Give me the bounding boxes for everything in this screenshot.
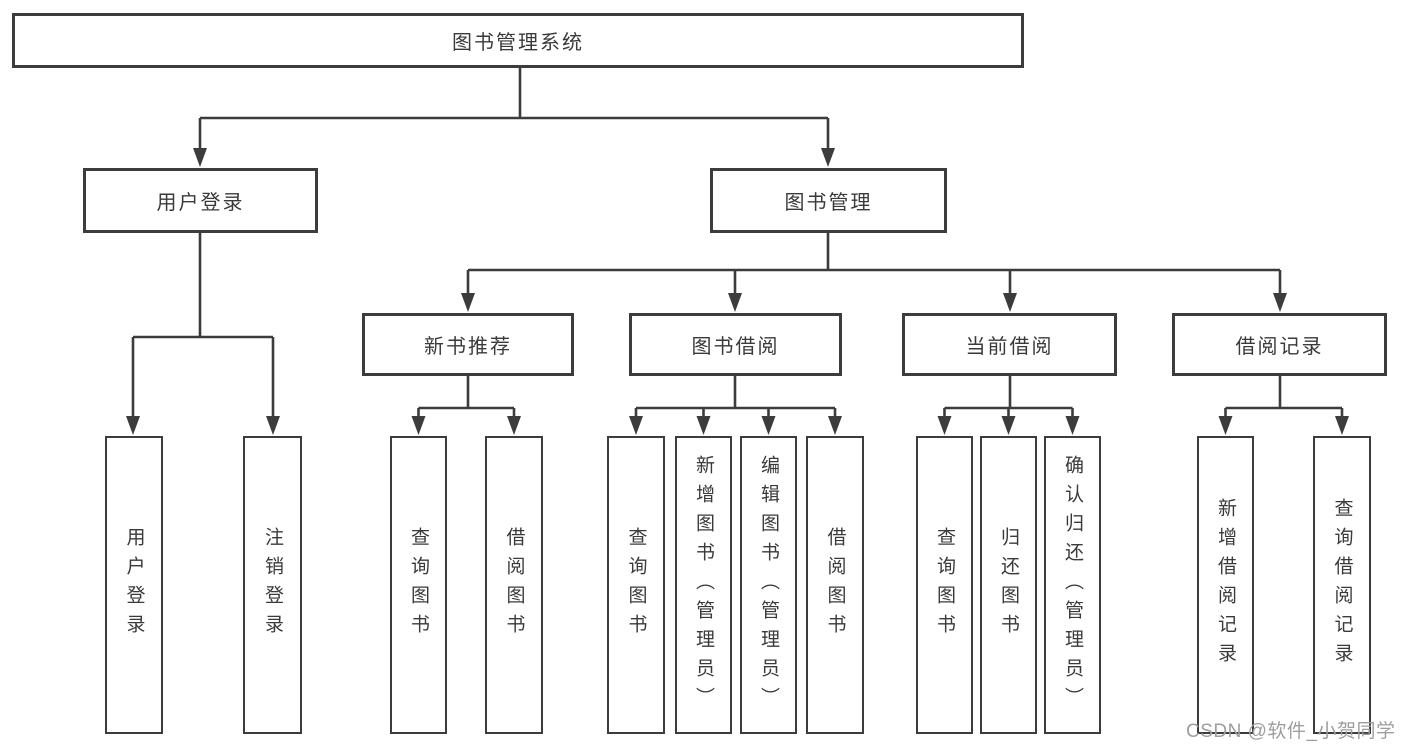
leaf-query-books-recommend-label: 查询图书	[408, 527, 429, 643]
leaf-query-books-current-label: 查询图书	[934, 527, 955, 643]
leaf-query-books-borrow-label: 查询图书	[625, 527, 647, 643]
node-book-management: 图书管理	[710, 168, 947, 233]
leaf-confirm-return-admin-label: 确认归还（管理员）	[1062, 454, 1083, 716]
node-book-borrow: 图书借阅	[629, 313, 842, 376]
leaf-return-books-label: 归还图书	[998, 527, 1019, 643]
leaf-borrow-books-borrow: 借阅图书	[806, 436, 864, 734]
leaf-edit-books-admin: 编辑图书（管理员）	[740, 436, 797, 734]
leaf-query-books-recommend: 查询图书	[390, 436, 447, 734]
leaf-query-borrow-record: 查询借阅记录	[1313, 436, 1371, 734]
leaf-return-books: 归还图书	[980, 436, 1037, 734]
node-root: 图书管理系统	[12, 13, 1024, 68]
leaf-borrow-books-recommend-label: 借阅图书	[503, 527, 525, 643]
node-borrow-record: 借阅记录	[1172, 313, 1387, 376]
node-current-borrow: 当前借阅	[902, 313, 1117, 376]
leaf-user-login-label: 用户登录	[123, 527, 145, 643]
leaf-borrow-books-recommend: 借阅图书	[485, 436, 543, 734]
node-book-management-label: 图书管理	[784, 192, 873, 214]
leaf-user-login: 用户登录	[105, 436, 163, 734]
leaf-confirm-return-admin: 确认归还（管理员）	[1044, 436, 1101, 734]
node-borrow-record-label: 借阅记录	[1235, 336, 1324, 358]
node-new-book-recommend: 新书推荐	[362, 313, 574, 376]
leaf-add-books-admin: 新增图书（管理员）	[675, 436, 732, 734]
node-new-book-recommend-label: 新书推荐	[424, 336, 512, 358]
leaf-query-books-borrow: 查询图书	[607, 436, 665, 734]
leaf-add-books-admin-label: 新增图书（管理员）	[693, 454, 714, 716]
leaf-add-borrow-record-label: 新增借阅记录	[1215, 498, 1236, 672]
leaf-logout-label: 注销登录	[262, 527, 283, 643]
leaf-query-borrow-record-label: 查询借阅记录	[1331, 498, 1353, 672]
leaf-edit-books-admin-label: 编辑图书（管理员）	[758, 454, 779, 716]
leaf-logout: 注销登录	[243, 436, 302, 734]
leaf-add-borrow-record: 新增借阅记录	[1197, 436, 1254, 734]
leaf-query-books-current: 查询图书	[916, 436, 973, 734]
watermark: CSDN @软件_小贺同学	[1186, 721, 1396, 742]
leaf-borrow-books-borrow-label: 借阅图书	[824, 527, 846, 643]
node-current-borrow-label: 当前借阅	[965, 336, 1054, 358]
node-root-label: 图书管理系统	[452, 32, 584, 54]
node-user-login-label: 用户登录	[156, 192, 245, 214]
node-book-borrow-label: 图书借阅	[691, 336, 780, 358]
node-user-login: 用户登录	[83, 168, 318, 233]
